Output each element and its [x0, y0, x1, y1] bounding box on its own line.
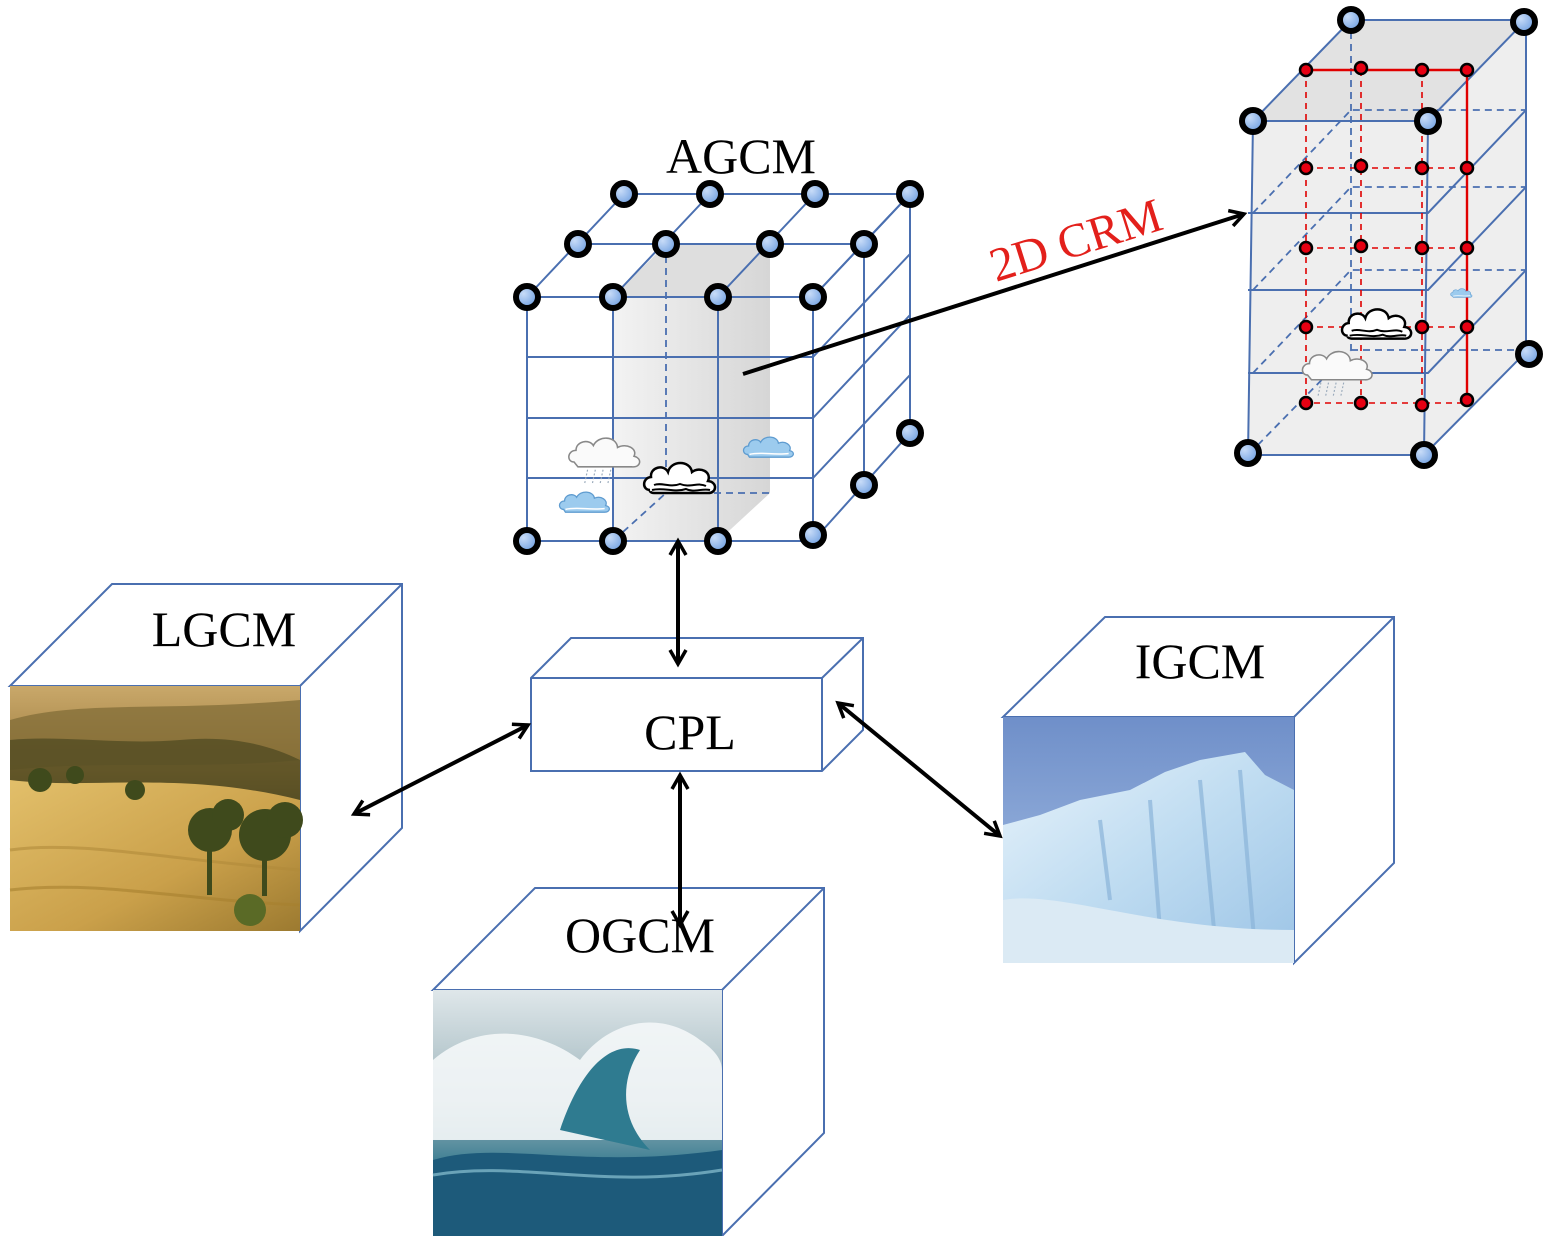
grid-node: [1510, 8, 1538, 36]
crm-node: [1353, 395, 1369, 411]
crm-node: [1353, 158, 1369, 174]
crm-node: [1298, 319, 1314, 335]
crm-node: [1459, 319, 1475, 335]
grid-node: [704, 283, 732, 311]
agcm-label: AGCM: [666, 128, 816, 184]
grid-node: [610, 180, 638, 208]
crm-node: [1353, 238, 1369, 254]
agcm-grid-cube: AGCM: [513, 128, 924, 555]
crm-label: 2D CRM: [983, 189, 1168, 293]
grid-node: [799, 521, 827, 549]
grid-node: [704, 527, 732, 555]
crm-node: [1459, 160, 1475, 176]
ocean-wave-image: [432, 990, 723, 1236]
igcm-label: IGCM: [1135, 633, 1266, 689]
crm-node: [1414, 62, 1430, 78]
grid-node: [696, 180, 724, 208]
lgcm-label: LGCM: [152, 601, 296, 657]
grid-node: [1410, 441, 1438, 469]
grid-node: [652, 230, 680, 258]
grid-node: [1337, 6, 1365, 34]
grid-node: [850, 471, 878, 499]
grid-node: [599, 283, 627, 311]
crm-node: [1459, 62, 1475, 78]
crm-node: [1414, 397, 1430, 413]
crm-node: [1298, 395, 1314, 411]
grid-node: [564, 230, 592, 258]
grid-node: [1515, 340, 1543, 368]
agcm-highlight-column: [613, 244, 770, 541]
grid-node: [513, 283, 541, 311]
land-image: [9, 686, 303, 931]
grid-node: [599, 527, 627, 555]
grid-node: [799, 283, 827, 311]
grid-node: [801, 180, 829, 208]
grid-node: [896, 419, 924, 447]
crm-grid-column: [1234, 6, 1543, 469]
grid-node: [850, 230, 878, 258]
grid-node: [756, 230, 784, 258]
blue-cloud-icon: [558, 491, 611, 513]
igcm-cube: IGCM: [1000, 616, 1395, 966]
cpl-coupler-box: CPL: [530, 637, 864, 772]
ice-image: [1003, 717, 1294, 963]
crm-node: [1459, 392, 1475, 408]
crm-node: [1414, 319, 1430, 335]
crm-node: [1298, 62, 1314, 78]
crm-node: [1414, 160, 1430, 176]
ogcm-cube: OGCM: [430, 887, 825, 1236]
grid-node: [1414, 107, 1442, 135]
grid-node: [896, 180, 924, 208]
agcm-grid-nodes: [513, 180, 924, 555]
grid-node: [1234, 439, 1262, 467]
lgcm-cpl-arrow: [350, 722, 532, 817]
coupling-arrows: [350, 537, 1003, 929]
cpl-label: CPL: [644, 704, 736, 760]
crm-node: [1298, 160, 1314, 176]
crm-node: [1459, 240, 1475, 256]
crm-node: [1298, 240, 1314, 256]
crm-node: [1414, 240, 1430, 256]
grid-node: [513, 527, 541, 555]
ogcm-label: OGCM: [565, 907, 715, 963]
lgcm-cube: LGCM: [7, 583, 403, 934]
crm-zoom-arrow: [742, 208, 1248, 376]
grid-node: [1239, 107, 1267, 135]
igcm-cpl-arrow: [835, 700, 1003, 839]
crm-node: [1353, 60, 1369, 76]
